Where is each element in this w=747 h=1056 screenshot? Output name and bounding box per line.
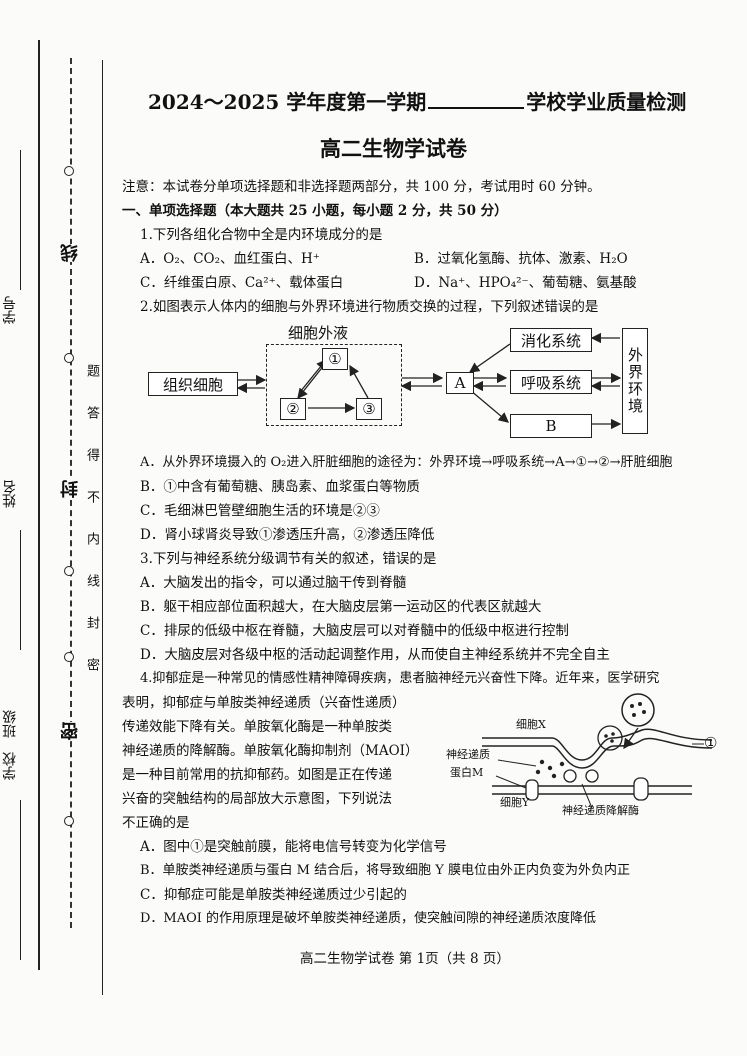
enzyme-label: 神经递质降解酶 xyxy=(562,804,639,817)
synapse-figure: 细胞X 神经递质 蛋白M 细胞Y 神经递质降解酶 ① xyxy=(442,690,722,820)
seal-note-char: 题 xyxy=(84,364,99,377)
q2-option-c: C．毛细淋巴管壁细胞生活的环境是②③ xyxy=(140,503,380,519)
q1-stem: 1.下列各组化合物中全是内环境成分的是 xyxy=(140,227,383,243)
node-1: ① xyxy=(322,348,348,370)
field-underline xyxy=(20,150,21,290)
seal-char-line: 线 xyxy=(58,244,84,262)
header-year: 2024～2025 学年度第一学期 xyxy=(148,90,427,114)
respiratory-system-box: 呼吸系统 xyxy=(510,370,592,394)
exam-header: 2024～2025 学年度第一学期 学校学业质量检测 xyxy=(148,86,686,115)
q1-option-a: A．O₂、CO₂、血红蛋白、H⁺ xyxy=(140,251,320,267)
q4-line-5: 是一种目前常用的抗抑郁药。如图是正在传递 xyxy=(122,767,392,783)
q4-line-7: 不正确的是 xyxy=(122,815,190,831)
q4-line-3: 传递效能下降有关。单胺氧化酶是一种单胺类 xyxy=(122,719,392,735)
protein-m-label: 蛋白M xyxy=(450,766,484,779)
extracellular-fluid-label: 细胞外液 xyxy=(288,324,349,342)
node-2: ② xyxy=(280,398,306,420)
external-environment-box: 外界环境 xyxy=(622,328,648,434)
q2-option-b: B．①中含有葡萄糖、胰岛素、血浆蛋白等物质 xyxy=(140,479,420,495)
q4-line-6: 兴奋的突触结构的局部放大示意图，下列说法 xyxy=(122,791,392,807)
exam-subtitle: 高二生物学试卷 xyxy=(320,136,467,161)
q1-option-c: C．纤维蛋白原、Ca²⁺、载体蛋白 xyxy=(140,275,344,291)
seal-note-char: 不 xyxy=(84,490,99,503)
node-b: B xyxy=(510,414,592,438)
seal-char-feng: 封 xyxy=(58,480,84,498)
q1-option-d: D．Na⁺、HPO₄²⁻、葡萄糖、氨基酸 xyxy=(414,275,637,291)
q1-option-b: B．过氧化氢酶、抗体、激素、H₂O xyxy=(414,251,628,267)
q3-option-b: B．躯干相应部位面积越大，在大脑皮层第一运动区的代表区就越大 xyxy=(140,599,542,615)
seal-note-char: 密 xyxy=(84,658,99,671)
seal-circle xyxy=(64,166,74,176)
class-label: 班级 xyxy=(2,710,18,738)
school-blank xyxy=(428,89,525,109)
q4-option-b: B．单胺类神经递质与蛋白 M 结合后，将导致细胞 Y 膜电位由外正内负变为外负内… xyxy=(140,863,630,878)
transmitter-label: 神经递质 xyxy=(446,748,490,761)
q3-option-a: A．大脑发出的指令，可以通过脑干传到脊髓 xyxy=(140,575,407,591)
q4-line-1: 4.抑郁症是一种常见的情感性精神障碍疾病，患者脑神经元兴奋性下降。近年来，医学研… xyxy=(140,671,660,686)
binding-line-right xyxy=(102,60,103,995)
seal-circle xyxy=(64,816,74,826)
q2-option-d: D．肾小球肾炎导致①渗透压升高，②渗透压降低 xyxy=(140,527,435,543)
header-tail: 学校学业质量检测 xyxy=(526,90,687,114)
node-3: ③ xyxy=(356,398,382,420)
q3-stem: 3.下列与神经系统分级调节有关的叙述，错误的是 xyxy=(140,551,437,567)
school-label: 学校 xyxy=(2,752,18,780)
field-underline xyxy=(20,800,21,960)
section-title: 一、单项选择题（本大题共 25 小题，每小题 2 分，共 50 分） xyxy=(122,203,508,219)
digestive-system-box: 消化系统 xyxy=(510,328,592,352)
marker-1-label: ① xyxy=(704,734,718,752)
page-footer: 高二生物学试卷 第 1页（共 8 页） xyxy=(300,951,510,967)
seal-circle xyxy=(64,566,74,576)
tissue-cell-box: 组织细胞 xyxy=(148,372,238,396)
q3-option-d: D．大脑皮层对各级中枢的活动起调整作用，从而使自主神经系统并不完全自主 xyxy=(140,647,610,663)
cell-x-label: 细胞X xyxy=(516,718,546,731)
seal-note-char: 答 xyxy=(84,406,99,419)
seal-circle xyxy=(64,353,74,363)
q3-option-c: C．排尿的低级中枢在脊髓，大脑皮层可以对脊髓中的低级中枢进行控制 xyxy=(140,623,569,639)
q4-option-c: C．抑郁症可能是单胺类神经递质过少引起的 xyxy=(140,887,407,903)
cell-y-label: 细胞Y xyxy=(500,796,530,809)
external-environment-label: 外界环境 xyxy=(626,347,644,415)
seal-note-char: 封 xyxy=(84,616,99,629)
seal-note-char: 线 xyxy=(84,574,99,587)
diagram-arrows xyxy=(236,332,622,430)
q4-line-4: 神经递质的降解酶。单胺氧化酶抑制剂（MAOI） xyxy=(122,743,419,759)
seal-note-char: 内 xyxy=(84,532,99,545)
binding-line-left xyxy=(38,40,40,970)
student-id-label: 学号 xyxy=(2,296,18,324)
synapse-drawing xyxy=(482,693,713,809)
seal-char-mi: 密 xyxy=(58,722,84,740)
q2-option-a: A．从外界环境摄入的 O₂进入肝脏细胞的途径为：外界环境→呼吸系统→A→①→②→… xyxy=(140,455,673,470)
node-a: A xyxy=(446,372,474,394)
notice: 注意：本试卷分单项选择题和非选择题两部分，共 100 分，考试用时 60 分钟。 xyxy=(122,179,601,195)
q4-option-d: D．MAOI 的作用原理是破坏单胺类神经递质，使突触间隙的神经递质浓度降低 xyxy=(140,911,597,926)
extracellular-fluid-box xyxy=(266,344,402,426)
q4-line-2: 表明，抑郁症与单胺类神经递质（兴奋性递质） xyxy=(122,695,406,711)
name-label: 姓名 xyxy=(2,480,18,508)
q4-option-a: A．图中①是突触前膜，能将电信号转变为化学信号 xyxy=(140,839,447,855)
field-underline xyxy=(20,530,21,650)
seal-note-char: 得 xyxy=(84,448,99,461)
q2-stem: 2.如图表示人体内的细胞与外界环境进行物质交换的过程，下列叙述错误的是 xyxy=(140,299,599,315)
q2-diagram: 细胞外液 组织细胞 ① ② ③ A 消化系统 呼吸系统 B 外界环境 xyxy=(140,322,670,440)
seal-circle xyxy=(64,652,74,662)
